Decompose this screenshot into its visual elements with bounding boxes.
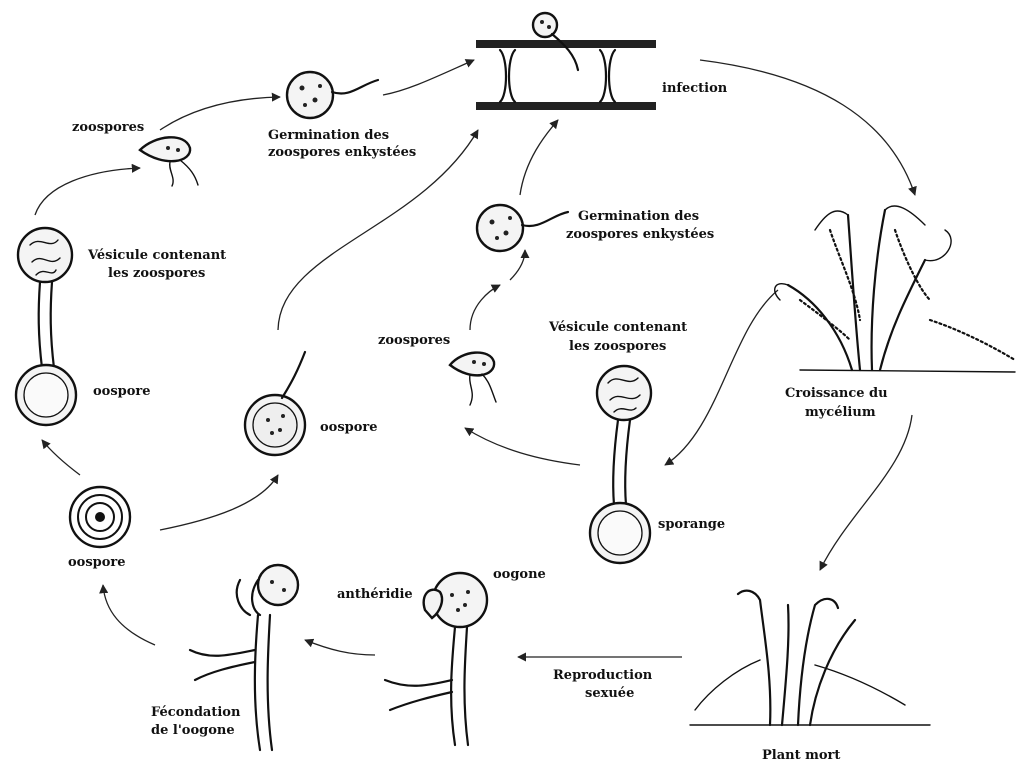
arrow-germination-top-to-infection [383,60,474,95]
germinating-zoospore-top [287,72,378,118]
oospore-bottom [70,487,130,547]
label-croissance-2: mycélium [805,405,876,420]
arrow-infection-to-growth [700,60,915,195]
arrow-oospore-to-mid-oospore [160,475,278,530]
label-oospore-left: oospore [93,384,151,399]
label-plant-mort: Plant mort [762,748,840,763]
label-antheridie: anthéridie [337,587,413,602]
arrow-oospore-to-left-oospore [42,440,80,475]
infection-illustration [476,13,656,110]
arrow-zoospores-mid-to-germination-mid [470,285,500,330]
arrow-mid-oospore-to-infection [278,130,478,330]
label-fecondation-1: Fécondation [151,705,241,720]
sporange [590,503,650,563]
arrow-vesicle-to-zoospores-left [35,168,140,215]
label-fecondation-2: de l'oogone [151,723,235,738]
label-germination-mid-1: Germination des [578,209,699,224]
label-vesicule-left-2: les zoospores [108,266,205,281]
vesicle-mid [597,366,651,505]
label-sporange: sporange [658,517,725,532]
label-croissance-1: Croissance du [785,386,888,401]
arrow-zoospores-to-germination-top [160,97,280,130]
vesicle-left [18,228,72,368]
arrow-mid-to-germination [510,250,525,280]
zoospore-top [140,137,198,186]
arrow-growth-to-dead-plant [820,415,912,570]
oospore-mid [245,352,305,455]
label-oogone: oogone [493,567,546,582]
arrow-sporange-to-zoospores-mid [465,428,580,465]
label-oospore-bottom: oospore [68,555,126,570]
label-vesicule-mid-2: les zoospores [569,339,666,354]
arrow-to-fecondation [305,640,375,655]
label-infection: infection [662,81,728,96]
zoospore-mid [450,353,496,405]
label-zoospores-mid: zoospores [378,333,450,348]
label-germination-mid-2: zoospores enkystées [566,227,714,242]
arrow-fecondation-to-oospore [103,585,155,645]
label-zoospores-top: zoospores [72,120,144,135]
label-reproduction-2: sexuée [585,686,634,701]
label-reproduction-1: Reproduction [553,668,653,683]
label-vesicule-left-1: Vésicule contenant [87,248,226,263]
arrow-germination-mid-to-infection [520,120,558,195]
oospore-left [16,365,76,425]
germinating-zoospore-mid [477,205,568,251]
dead-plant [690,591,930,725]
label-oospore-mid: oospore [320,420,378,435]
label-germination-top-1: Germination des [268,128,389,143]
label-germination-top-2: zoospores enkystées [268,145,416,160]
infected-plant [775,206,1015,372]
arrow-growth-to-sporange [665,290,778,465]
label-vesicule-mid-1: Vésicule contenant [548,320,687,335]
